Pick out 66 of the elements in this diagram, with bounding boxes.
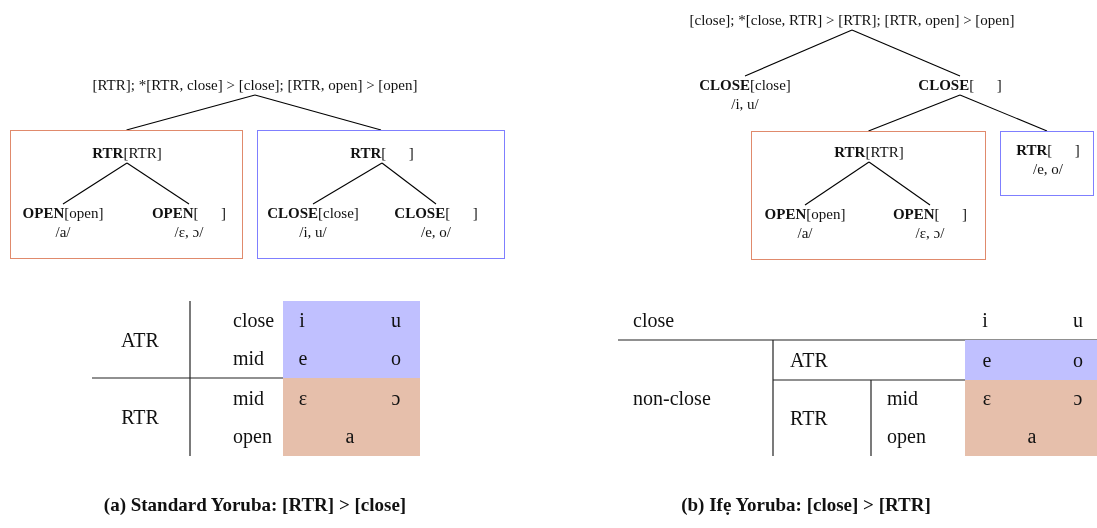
feature-label: OPEN[open] <box>22 204 104 223</box>
row-header: open <box>887 424 926 448</box>
feature-label: RTR[ ] <box>1016 141 1080 160</box>
tree-branch-line <box>312 162 383 205</box>
vowel-symbol: a <box>1027 424 1037 448</box>
tree-branch-line <box>125 94 256 131</box>
phoneme-label: /i, u/ <box>298 223 328 242</box>
feature-label: OPEN[ ] <box>151 204 227 223</box>
tree-branch-line <box>959 94 1048 132</box>
row-header: close <box>633 308 675 332</box>
vowel-symbol: o <box>391 346 401 370</box>
figure-caption: (a) Standard Yoruba: [RTR] > [close] <box>103 493 407 517</box>
vowel-symbol: a <box>345 424 355 448</box>
phoneme-label: /a/ <box>54 223 72 242</box>
vowel-symbol: ɛ <box>982 386 992 410</box>
tree-branch-line <box>254 94 382 131</box>
vowel-symbol: u <box>391 308 401 332</box>
group-box <box>10 130 243 259</box>
vowel-symbol: ɛ <box>298 386 308 410</box>
feature-label: RTR[ ] <box>350 144 414 163</box>
feature-label: CLOSE[ ] <box>918 76 1002 95</box>
tree-branch-line <box>381 162 437 205</box>
tree-branch-line <box>851 29 961 77</box>
row-header: RTR <box>121 405 159 429</box>
constraint-ranking: [close]; *[close, RTR] > [RTR]; [RTR, open] > [open] <box>689 11 1015 30</box>
row-header: RTR <box>790 406 828 430</box>
row-header: ATR <box>121 328 159 352</box>
tree-branch-line <box>868 161 931 206</box>
phoneme-label: /ɛ, ɔ/ <box>914 224 946 243</box>
feature-label: CLOSE[close] <box>267 204 359 223</box>
tree-branch-line <box>804 161 870 206</box>
phoneme-label: /e, o/ <box>420 223 452 242</box>
phoneme-label: /e, o/ <box>1032 160 1064 179</box>
constraint-ranking: [RTR]; *[RTR, close] > [close]; [RTR, open] > [open] <box>92 76 418 95</box>
phoneme-label: /a/ <box>796 224 814 243</box>
tree-branch-line <box>744 29 853 77</box>
tree-branch-line <box>126 162 190 205</box>
vowel-symbol: ɔ <box>391 386 401 410</box>
feature-label: OPEN[open] <box>764 205 846 224</box>
row-header: mid <box>233 386 265 410</box>
phoneme-label: /ɛ, ɔ/ <box>173 223 205 242</box>
vowel-symbol: o <box>1073 348 1083 372</box>
group-box <box>1000 131 1094 196</box>
figure-caption: (b) Ifẹ Yoruba: [close] > [RTR] <box>681 493 931 517</box>
row-header: non-close <box>633 386 711 410</box>
vowel-symbol: e <box>298 346 308 370</box>
row-header: ATR <box>790 348 828 372</box>
vowel-symbol: e <box>982 348 992 372</box>
vowel-symbol: i <box>982 308 988 332</box>
row-header: mid <box>233 346 265 370</box>
phoneme-label: /i, u/ <box>730 95 760 114</box>
vowel-symbol: i <box>299 308 305 332</box>
tree-branch-line <box>867 94 961 132</box>
tree-branch-line <box>62 162 128 205</box>
feature-label: RTR[RTR] <box>834 143 904 162</box>
row-header: mid <box>887 386 919 410</box>
feature-label: CLOSE[close] <box>699 76 791 95</box>
group-box <box>751 131 986 260</box>
row-header: close <box>233 308 275 332</box>
feature-label: CLOSE[ ] <box>394 204 478 223</box>
vowel-symbol: ɔ <box>1073 386 1083 410</box>
row-header: open <box>233 424 272 448</box>
feature-label: OPEN[ ] <box>892 205 968 224</box>
feature-label: RTR[RTR] <box>92 144 162 163</box>
group-box <box>257 130 505 259</box>
vowel-symbol: u <box>1073 308 1083 332</box>
